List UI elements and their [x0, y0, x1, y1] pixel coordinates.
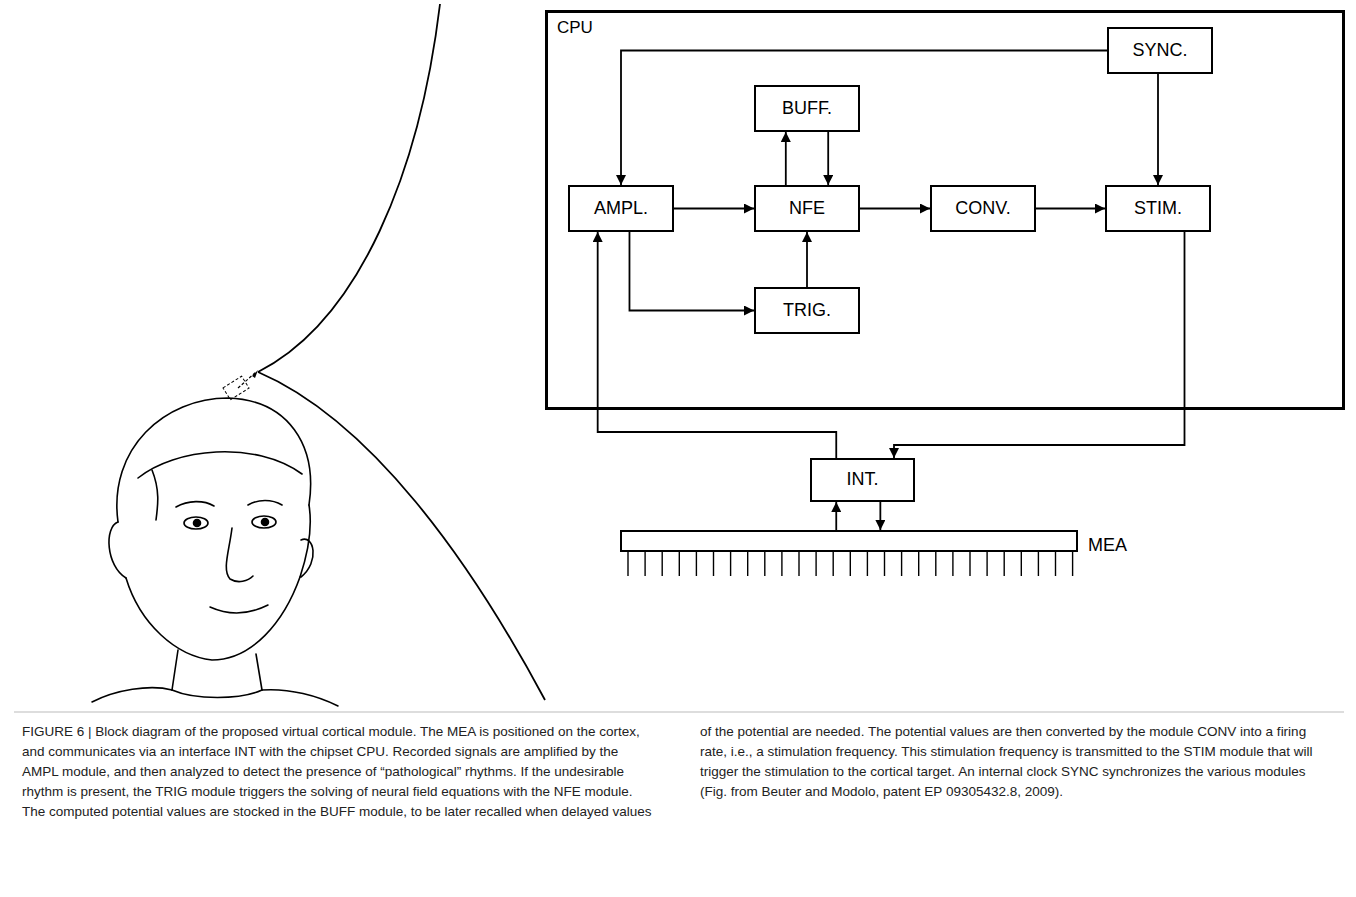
electrode-tooth [935, 551, 936, 576]
module-box: AMPL. [568, 185, 674, 232]
hairline [138, 452, 302, 478]
signal-arrow [785, 132, 787, 185]
signal-arrow [894, 232, 1185, 458]
signal-arrow [860, 208, 930, 210]
signal-arrow [806, 232, 808, 287]
module-box: NFE [754, 185, 860, 232]
module-box: BUFF. [754, 85, 860, 132]
jaw-line [126, 577, 300, 660]
module-label: AMPL. [594, 199, 648, 219]
electrode-tooth [850, 551, 851, 576]
module-label: INT. [846, 470, 878, 490]
signal-arrow [674, 208, 754, 210]
module-box: TRIG. [754, 287, 860, 334]
electrode-tooth [1021, 551, 1022, 576]
electrode-tooth [986, 551, 987, 576]
electrode-tooth [815, 551, 816, 576]
face-drawing [92, 398, 338, 706]
array-label: MEA [1088, 536, 1127, 556]
module-label: BUFF. [782, 99, 832, 119]
electrode-tooth [833, 551, 834, 576]
signal-arrow [835, 502, 837, 530]
left-ear [109, 522, 126, 578]
collar [172, 690, 262, 698]
zoom-line [258, 4, 440, 372]
electrode-tooth [713, 551, 714, 576]
eyebrow [176, 502, 214, 507]
shoulder [262, 690, 338, 706]
signal-arrow [1036, 208, 1105, 210]
module-label: SYNC. [1132, 41, 1187, 61]
module-label: CONV. [955, 199, 1010, 219]
electrode-teeth [628, 551, 1073, 576]
electrode-tooth [662, 551, 663, 576]
module-label: STIM. [1134, 199, 1182, 219]
right-ear [301, 539, 313, 577]
electrode-tooth [747, 551, 748, 576]
electrode-tooth [969, 551, 970, 576]
signal-arrow [827, 132, 829, 185]
module-label: TRIG. [783, 301, 831, 321]
caption-rule [14, 712, 1344, 713]
implant-site [223, 376, 249, 400]
electrode-tooth [901, 551, 902, 576]
signal-arrow [629, 232, 754, 311]
electrode-tooth [679, 551, 680, 576]
signal-arrow [621, 51, 1107, 186]
interface-box: INT. [810, 458, 915, 502]
frame-label: CPU [557, 19, 593, 38]
electrode-tooth [884, 551, 885, 576]
pupil [194, 520, 201, 527]
electrode-tooth [1004, 551, 1005, 576]
cpu-frame: CPU SYNC. BUFF. AMPL. NFE CONV. STIM. TRIG. [545, 10, 1345, 410]
electrode-tooth [867, 551, 868, 576]
electrode-tooth [781, 551, 782, 576]
neck [172, 650, 178, 690]
figure-caption: FIGURE 6 | Block diagram of the proposed… [22, 722, 1334, 822]
signal-arrow [879, 502, 881, 530]
signal-arrow [598, 232, 837, 458]
electrode-tooth [1038, 551, 1039, 576]
pupil [262, 519, 269, 526]
electrode-tooth [627, 551, 628, 576]
module-label: NFE [789, 199, 825, 219]
zoom-line [258, 372, 545, 700]
neck [256, 654, 262, 690]
electrode-tooth [730, 551, 731, 576]
eye [252, 516, 276, 528]
implant-outline [223, 376, 249, 400]
electrode-tooth [764, 551, 765, 576]
electrode-tooth [918, 551, 919, 576]
module-box: STIM. [1105, 185, 1211, 232]
module-box: SYNC. [1107, 27, 1213, 74]
signal-arrow [1157, 74, 1159, 185]
dotted-pointer [238, 372, 256, 388]
shoulder [92, 688, 172, 702]
mouth [210, 605, 268, 613]
eye [184, 517, 208, 529]
module-box: CONV. [930, 185, 1036, 232]
head-outline [117, 398, 311, 522]
electrode-tooth [1072, 551, 1073, 576]
electrode-tooth [952, 551, 953, 576]
nose [226, 528, 253, 582]
eyebrow [248, 501, 282, 506]
electrode-tooth [644, 551, 645, 576]
electrode-tooth [798, 551, 799, 576]
temple-line [152, 470, 158, 520]
pointer-head [252, 370, 258, 378]
electrode-tooth [696, 551, 697, 576]
electrode-tooth [1055, 551, 1056, 576]
electrode-array: MEA [620, 530, 1078, 552]
